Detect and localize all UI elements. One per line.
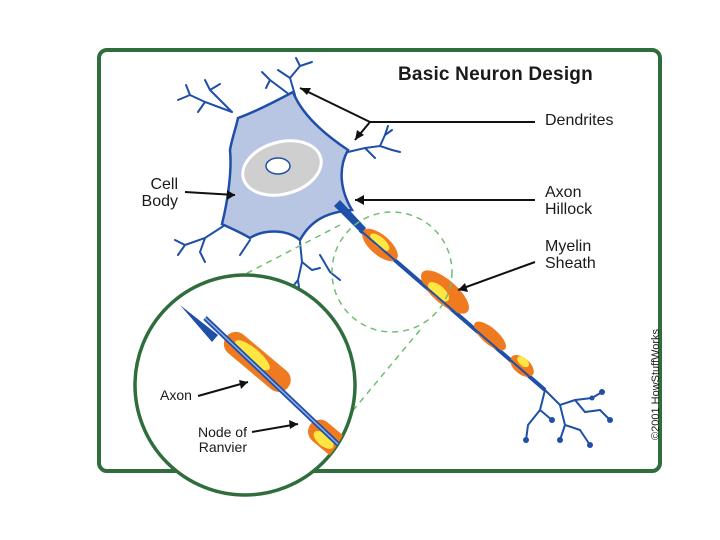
copyright-notice: ©2001 HowStuffWorks — [650, 328, 662, 440]
label-dendrites: Dendrites — [545, 112, 614, 129]
label-myelin-sheath: Myelin Sheath — [545, 238, 596, 272]
arrow-heads — [227, 88, 468, 429]
myelin-sheaths — [362, 228, 534, 377]
axon-hillock — [334, 200, 366, 234]
label-axon: Axon — [160, 387, 192, 403]
label-cell-body: Cell Body — [141, 176, 178, 210]
diagram-title: Basic Neuron Design — [398, 64, 593, 85]
terminal-buttons — [523, 389, 613, 448]
label-node-of-ranvier: Node of Ranvier — [197, 424, 247, 455]
nucleolus — [265, 157, 291, 175]
label-axon-hillock: Axon Hillock — [545, 184, 593, 218]
axon-terminals — [525, 389, 611, 446]
dendrites — [174, 57, 401, 296]
